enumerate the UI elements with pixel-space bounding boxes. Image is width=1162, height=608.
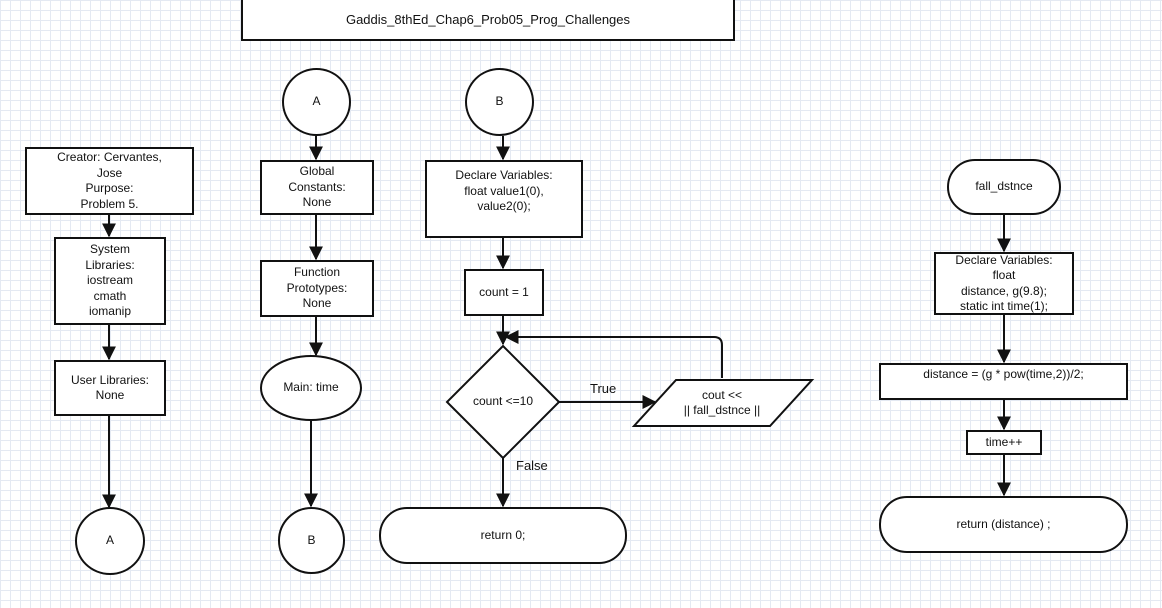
output-label: cout << || fall_dstnce ||: [683, 387, 761, 418]
declare-variables-fn-box: Declare Variables: float distance, g(9.8…: [934, 252, 1074, 315]
increment-time-box: time++: [966, 430, 1042, 455]
decision-label: count <=10: [472, 394, 534, 409]
arrow-output-loop-back: [504, 330, 723, 378]
return-distance-terminal: return (distance) ;: [879, 496, 1128, 553]
count-init-box: count = 1: [464, 269, 544, 316]
connector-b-out: B: [278, 507, 345, 574]
program-header-box: Creator: Cervantes, Jose Purpose: Proble…: [25, 147, 194, 215]
false-branch-label: False: [516, 458, 548, 473]
function-prototypes-box: Function Prototypes: None: [260, 260, 374, 317]
user-libraries-box: User Libraries: None: [54, 360, 166, 416]
fall-dstnce-start-terminal: fall_dstnce: [947, 159, 1061, 215]
connector-a-out: A: [75, 507, 145, 575]
output-parallelogram: [631, 379, 815, 427]
true-branch-label: True: [590, 381, 617, 396]
declare-variables-box: Declare Variables: float value1(0), valu…: [425, 160, 583, 238]
decision-diamond: [445, 344, 561, 460]
connector-a-in: A: [282, 68, 351, 136]
main-terminal: Main: time: [260, 355, 362, 421]
compute-distance-box: distance = (g * pow(time,2))/2;: [879, 363, 1128, 400]
connector-b-in: B: [465, 68, 534, 136]
return-zero-terminal: return 0;: [379, 507, 627, 564]
system-libraries-box: System Libraries: iostream cmath iomanip: [54, 237, 166, 325]
global-constants-box: Global Constants: None: [260, 160, 374, 215]
diagram-title: Gaddis_8thEd_Chap6_Prob05_Prog_Challenge…: [241, 0, 735, 41]
